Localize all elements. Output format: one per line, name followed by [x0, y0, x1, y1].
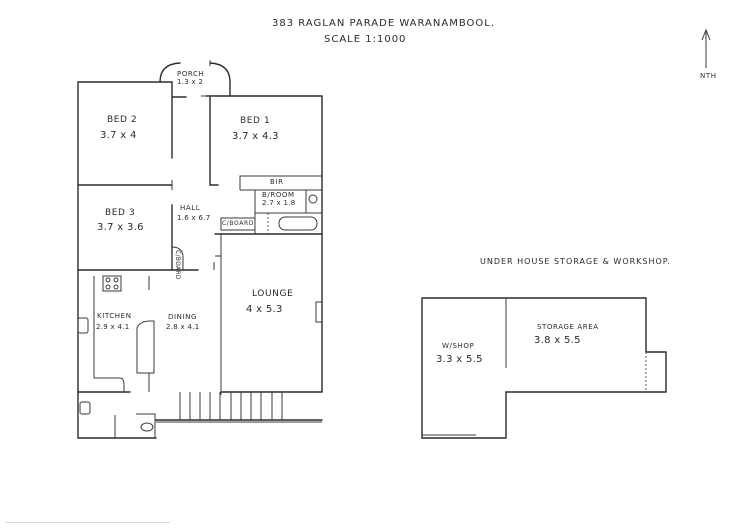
bathtub-icon [278, 216, 318, 231]
room-bir-name: BIR [270, 178, 284, 186]
room-storage-name: Storage Area [537, 323, 599, 331]
room-cboard1-name: C/Board [222, 220, 254, 227]
room-kitchen-name: Kitchen [97, 312, 132, 320]
north-label: NTH [700, 72, 717, 80]
room-bathroom-name: B/Room [262, 191, 295, 199]
room-bed2-name: Bed 2 [107, 115, 138, 125]
room-lounge-name: Lounge [252, 289, 294, 299]
house-walls [77, 60, 323, 439]
room-dining-dims: 2.8 x 4.1 [166, 323, 200, 331]
room-hall-dims: 1.6 x 6.7 [177, 214, 211, 222]
scan-artifact-line [5, 522, 170, 523]
room-workshop-dims: 3.3 x 5.5 [436, 354, 483, 365]
toilet-icon [140, 422, 154, 432]
room-lounge-dims: 4 x 5.3 [246, 304, 283, 315]
room-dining-name: Dining [168, 313, 198, 321]
room-hall-name: Hall [180, 204, 201, 212]
room-storage-dims: 3.8 x 5.5 [534, 335, 581, 346]
room-bed1-dims: 3.7 x 4.3 [232, 131, 279, 142]
stove-icon [102, 275, 122, 292]
room-workshop-name: W/Shop [442, 342, 475, 350]
basin-icon [308, 194, 318, 204]
room-cboard2-name: C/Board [174, 250, 181, 280]
room-bathroom-dims: 2.7 x 1.8 [262, 199, 296, 207]
room-porch-name: Porch [177, 70, 205, 78]
plan-scale: Scale 1:1000 [324, 34, 407, 45]
sink-icon [77, 317, 89, 334]
room-porch-dims: 1.3 x 2 [177, 78, 204, 86]
under-house-walls [421, 297, 667, 439]
room-kitchen-dims: 2.9 x 4.1 [96, 323, 130, 331]
north-arrow-icon [701, 28, 711, 68]
plan-address: 383 Raglan Parade Waranambool. [272, 18, 496, 29]
under-house-title: Under House Storage & Workshop. [480, 257, 671, 266]
room-bed3-name: Bed 3 [105, 208, 136, 218]
room-bed2-dims: 3.7 x 4 [100, 130, 137, 141]
room-bed1-name: Bed 1 [240, 116, 271, 126]
room-bed3-dims: 3.7 x 3.6 [97, 222, 144, 233]
stairs [155, 392, 323, 423]
